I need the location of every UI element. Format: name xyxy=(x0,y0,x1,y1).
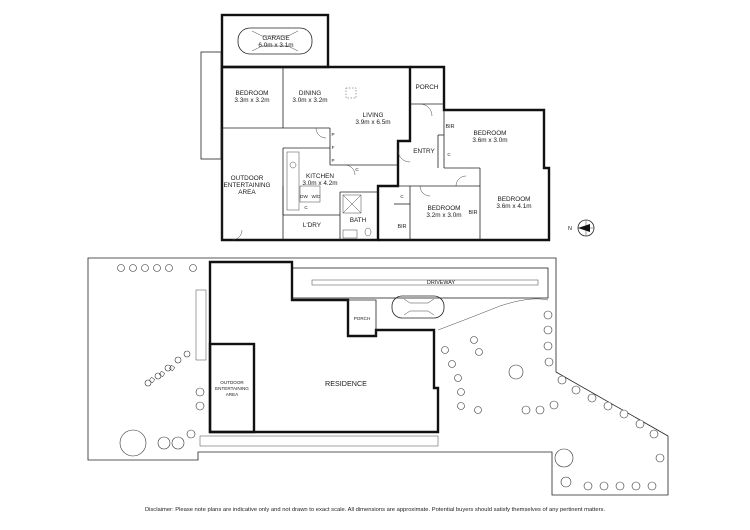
site-outdoor-label-1: OUTDOOR xyxy=(220,380,244,385)
cupboard-kitchen-label: C xyxy=(355,167,359,172)
cupboard-bed1-label: C xyxy=(400,194,404,199)
bedroom-east-label: BEDROOM xyxy=(497,196,530,203)
bir-1-label: BIR xyxy=(446,124,455,130)
site-outdoor-label-3: AREA xyxy=(226,392,239,397)
bedroom-north-size: 3.6m x 3.0m xyxy=(472,137,507,144)
garden-edge xyxy=(437,298,549,331)
kitchen-island xyxy=(299,185,321,203)
bath-vanity xyxy=(342,229,358,239)
house-outline-east xyxy=(378,65,551,242)
site-plan: DRIVEWAY PORCH OUTDOOR ENTERTAINING AREA… xyxy=(87,257,669,496)
west-path xyxy=(195,289,207,361)
entry-label: ENTRY xyxy=(413,148,435,155)
side-verandah xyxy=(200,51,222,160)
north-arrow-icon: N xyxy=(568,219,595,237)
cupboard-bed2-label: C xyxy=(447,152,451,157)
cupboard-laundry-label: C xyxy=(304,205,308,210)
interior-walls xyxy=(221,67,481,240)
living-label: LIVING xyxy=(363,112,384,119)
outdoor-label-3: AREA xyxy=(238,189,256,196)
outdoor-label-1: OUTDOOR xyxy=(231,175,264,182)
bedroom-west-size: 3.3m x 3.2m xyxy=(234,97,269,104)
toilet-icon xyxy=(364,227,372,237)
living-size: 3.9m x 6.5m xyxy=(355,119,390,126)
kitchen-size: 3.0m x 4.2m xyxy=(302,180,337,187)
pantry-2-label: P xyxy=(331,158,334,163)
bedroom-mid-size: 3.2m x 3.0m xyxy=(426,212,461,219)
dishwasher-label: DW xyxy=(300,194,308,199)
porch-outline xyxy=(348,299,377,336)
disclaimer-text: Disclaimer: Please note plans are indica… xyxy=(144,507,606,513)
bedroom-west-label: BEDROOM xyxy=(235,90,268,97)
driveway xyxy=(291,267,549,299)
fridge-label: F xyxy=(332,145,335,150)
bedroom-north-label: BEDROOM xyxy=(473,130,506,137)
stepping-stones xyxy=(148,364,176,384)
washer-label: W/D xyxy=(312,194,322,199)
bedroom-mid-label: BEDROOM xyxy=(427,205,460,212)
pantry-1-label: P xyxy=(331,132,334,137)
laundry-label: L'DRY xyxy=(303,222,322,229)
site-porch-label: PORCH xyxy=(354,316,371,321)
dining-label: DINING xyxy=(299,90,321,97)
dining-size: 3.0m x 3.2m xyxy=(292,97,327,104)
sink-icon xyxy=(289,161,297,169)
site-boundary xyxy=(87,257,669,496)
outdoor-label-2: ENTERTAINING xyxy=(224,182,271,189)
svg-text:N: N xyxy=(568,226,572,232)
site-outdoor-area xyxy=(208,342,256,434)
porch-label: PORCH xyxy=(415,84,438,91)
bedroom-east-size: 3.6m x 4.1m xyxy=(496,203,531,210)
car-icon xyxy=(237,27,313,55)
residence-outline xyxy=(208,260,440,434)
kitchen-label: KITCHEN xyxy=(306,173,334,180)
door-swings xyxy=(231,103,467,241)
kitchen-bench xyxy=(286,151,300,211)
garage-label: GARAGE xyxy=(262,35,289,42)
driveway-label: DRIVEWAY xyxy=(427,280,456,286)
bir-3-label: BIR xyxy=(469,210,478,216)
south-path xyxy=(199,435,439,447)
site-outdoor-label-2: ENTERTAINING xyxy=(215,386,249,391)
tree-icons xyxy=(117,264,665,491)
residence-label: RESIDENCE xyxy=(325,379,367,388)
floor-plan: GARAGE 6.0m x 3.1m xyxy=(200,13,595,242)
skylight xyxy=(345,87,357,99)
bath-label: BATH xyxy=(350,217,367,224)
garage-size: 6.0m x 3.1m xyxy=(258,42,293,49)
shower-icon xyxy=(342,194,362,214)
bir-2-label: BIR xyxy=(398,224,407,230)
car-icon xyxy=(391,295,445,319)
